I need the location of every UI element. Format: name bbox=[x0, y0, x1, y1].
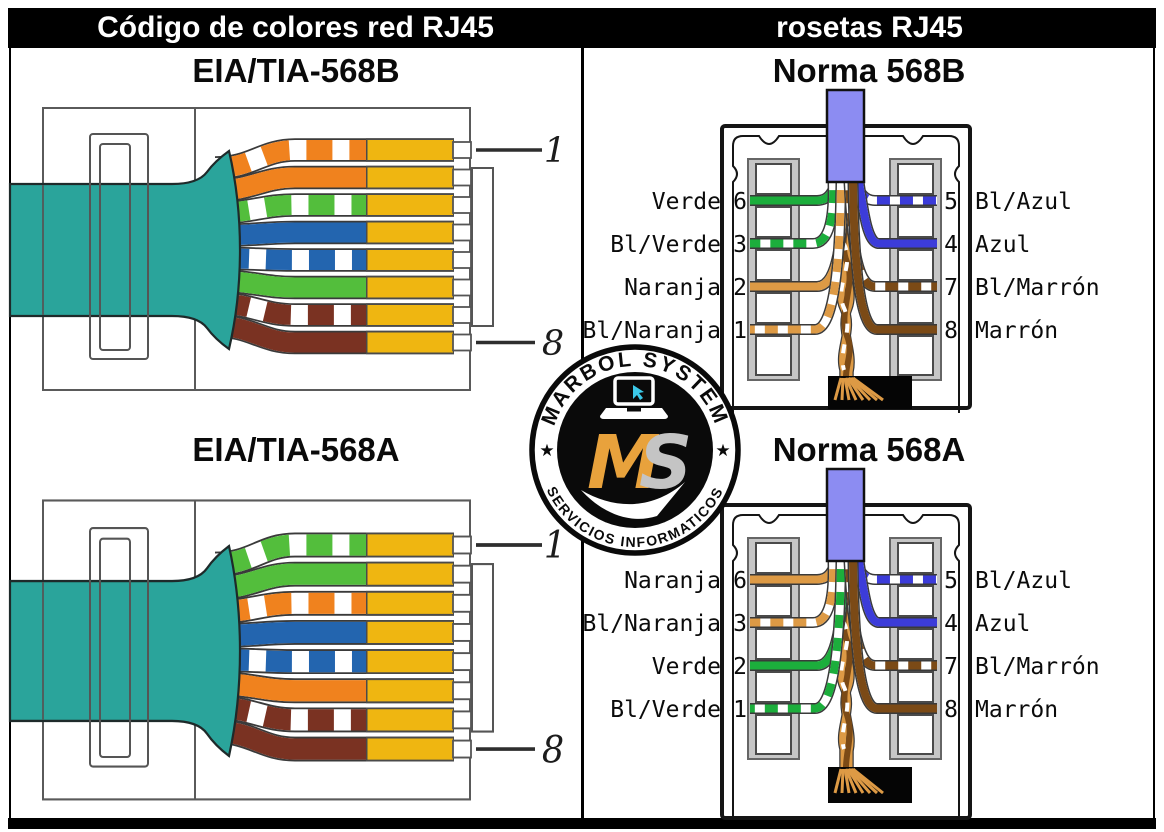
pin-1-label: 1 bbox=[544, 131, 566, 171]
terminal-pin-numbers: 6 3 2 1 5 4 7 8 bbox=[733, 568, 958, 723]
connector-latch-outer bbox=[89, 526, 149, 768]
cursor-arrow-icon bbox=[633, 385, 644, 400]
logo-inner-disc bbox=[557, 372, 713, 528]
roseta-wire-pin-8 bbox=[847, 560, 937, 714]
terminal-pin-numbers: 6 3 2 1 5 4 7 8 bbox=[733, 189, 958, 344]
terminal-color-label: Bl/Verde bbox=[610, 232, 721, 258]
roseta-wires bbox=[750, 558, 937, 714]
roseta-wires bbox=[750, 179, 937, 335]
left-border bbox=[9, 48, 11, 818]
roseta-wire-pin-4 bbox=[853, 560, 937, 628]
terminal-color-label: Bl/Azul bbox=[975, 568, 1072, 594]
laptop-icon bbox=[600, 376, 668, 419]
pin-number: 6 bbox=[733, 189, 747, 215]
logo-swoosh bbox=[581, 482, 685, 519]
terminal-column-right bbox=[889, 537, 942, 760]
incoming-cable bbox=[825, 467, 866, 563]
pin-number: 6 bbox=[733, 568, 747, 594]
header-title-right: rosetas RJ45 bbox=[776, 11, 963, 44]
section-title-568a: EIA/TIA-568A bbox=[192, 431, 400, 468]
cable-sheath bbox=[8, 149, 242, 351]
pin-number: 2 bbox=[733, 654, 747, 680]
pin-number: 7 bbox=[944, 654, 958, 680]
terminal-color-labels: Naranja Bl/Naranja Verde Bl/Verde Bl/Azu… bbox=[583, 568, 1100, 723]
gold-contacts bbox=[366, 532, 454, 762]
terminal-color-label: Bl/Verde bbox=[610, 697, 721, 723]
terminal-color-label: Verde bbox=[652, 654, 721, 680]
header-title-left: Código de colores red RJ45 bbox=[97, 11, 494, 44]
jack-contacts-block bbox=[828, 376, 912, 409]
terminal-color-labels: Verde Bl/Verde Naranja Bl/Naranja Bl/Azu… bbox=[583, 189, 1100, 344]
pin-number: 4 bbox=[944, 611, 958, 637]
terminal-column-left bbox=[747, 158, 800, 381]
pin-8-label: 8 bbox=[542, 324, 564, 364]
roseta-568b-diagram: 6 3 2 1 5 4 7 8 Verde Bl/Verde Naranja B… bbox=[583, 88, 1100, 413]
pin-number: 8 bbox=[944, 697, 958, 723]
roseta-wire-pin-1 bbox=[750, 560, 847, 714]
terminal-color-label: Naranja bbox=[624, 275, 721, 301]
connector-latch-inner bbox=[99, 143, 131, 351]
terminal-color-label: Azul bbox=[975, 232, 1030, 258]
roseta-wire-pin-1 bbox=[750, 181, 847, 335]
terminal-color-label: Marrón bbox=[975, 697, 1058, 723]
jack-contacts-block bbox=[828, 767, 912, 803]
terminal-color-label: Bl/Naranja bbox=[583, 318, 721, 344]
right-border bbox=[1153, 48, 1155, 818]
pin-number: 2 bbox=[733, 275, 747, 301]
star-icon: ★ bbox=[539, 441, 554, 460]
pin-number: 4 bbox=[944, 232, 958, 258]
gold-contacts bbox=[366, 138, 454, 355]
pin-number: 5 bbox=[944, 189, 958, 215]
section-title-568b: EIA/TIA-568B bbox=[192, 52, 400, 89]
terminal-color-label: Bl/Naranja bbox=[583, 611, 721, 637]
roseta-wire-pin-4 bbox=[853, 181, 937, 249]
logo-initial-s: S bbox=[639, 420, 689, 506]
section-title-norma568b: Norma 568B bbox=[772, 52, 966, 89]
pin-number: 3 bbox=[733, 611, 747, 637]
connector-latch-outer bbox=[89, 133, 149, 360]
pin-number: 5 bbox=[944, 568, 958, 594]
roseta-568a-diagram: 6 3 2 1 5 4 7 8 Naranja Bl/Naranja Verde… bbox=[583, 467, 1100, 820]
roseta-wire-pin-3 bbox=[750, 181, 839, 249]
pin-1-label: 1 bbox=[544, 524, 566, 567]
terminal-color-label: Marrón bbox=[975, 318, 1058, 344]
pin-number: 7 bbox=[944, 275, 958, 301]
terminal-column-left bbox=[747, 537, 800, 760]
incoming-cable bbox=[825, 88, 866, 184]
pin-number: 3 bbox=[733, 232, 747, 258]
connector-latch-inner bbox=[99, 537, 131, 759]
bottom-bar bbox=[8, 818, 1156, 829]
terminal-color-label: Bl/Marrón bbox=[975, 275, 1100, 301]
terminal-color-label: Azul bbox=[975, 611, 1030, 637]
terminal-color-label: Bl/Azul bbox=[975, 189, 1072, 215]
roseta-wire-pin-8 bbox=[847, 181, 937, 335]
terminal-column-right bbox=[889, 158, 942, 381]
section-title-norma568a: Norma 568A bbox=[772, 431, 966, 468]
terminal-color-label: Naranja bbox=[624, 568, 721, 594]
terminal-color-label: Verde bbox=[652, 189, 721, 215]
pin-number: 8 bbox=[944, 318, 958, 344]
rj45-connector-568b-diagram: 1 8 bbox=[8, 107, 566, 391]
pin-number: 1 bbox=[733, 697, 747, 723]
terminal-color-label: Bl/Marrón bbox=[975, 654, 1100, 680]
pin-number: 1 bbox=[733, 318, 747, 344]
header-bar bbox=[8, 8, 1156, 48]
pins-2-7-bracket bbox=[471, 167, 494, 327]
star-icon: ★ bbox=[715, 441, 730, 460]
pin-8-label: 8 bbox=[542, 728, 564, 771]
roseta-wire-pin-3 bbox=[750, 560, 839, 628]
marbol-system-logo: MARBOL SYSTEM SERVICIOS INFORMATICOS ★ ★… bbox=[529, 344, 741, 556]
cable-sheath bbox=[8, 544, 242, 758]
rj45-connector-568a-diagram: 1 8 bbox=[8, 499, 566, 801]
pins-2-7-bracket bbox=[471, 563, 494, 733]
